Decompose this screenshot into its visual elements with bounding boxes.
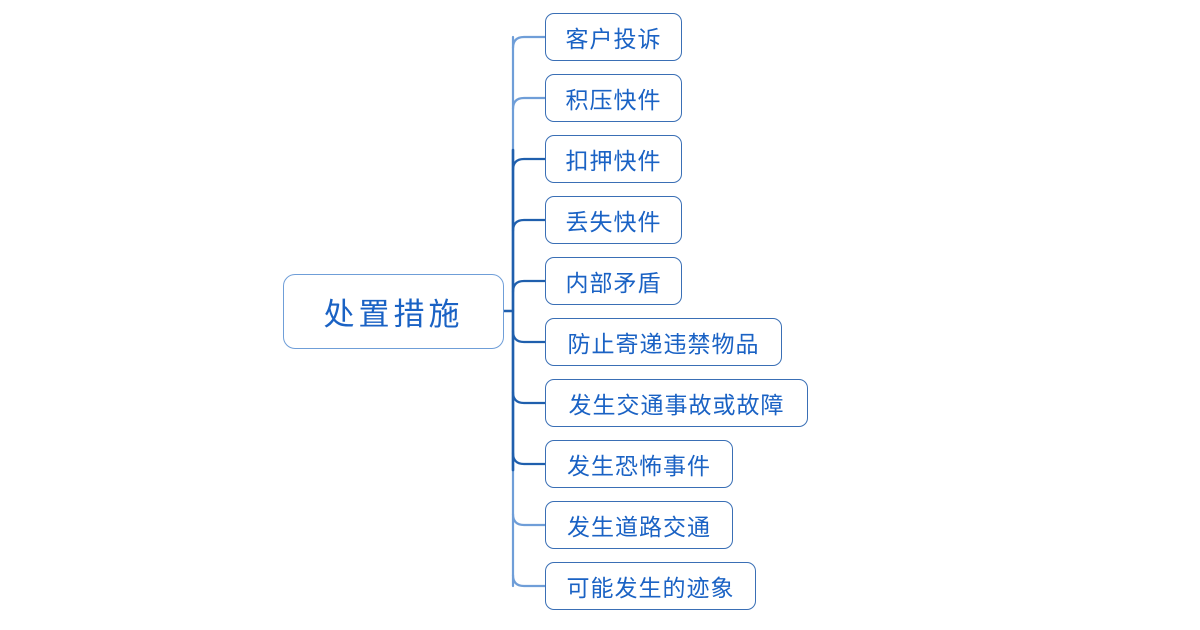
branch-connector-积压快件 bbox=[511, 96, 547, 111]
branch-connector-丢失快件 bbox=[511, 218, 547, 233]
child-node-发生交通事故或故障[interactable]: 发生交通事故或故障 bbox=[545, 379, 808, 427]
branch-connector-发生道路交通 bbox=[511, 512, 547, 527]
branch-connector-客户投诉 bbox=[511, 35, 547, 50]
branch-connector-内部矛盾 bbox=[511, 279, 547, 294]
child-node-label: 发生恐怖事件 bbox=[567, 454, 711, 479]
child-node-发生道路交通[interactable]: 发生道路交通 bbox=[545, 501, 733, 549]
child-node-丢失快件[interactable]: 丢失快件 bbox=[545, 196, 682, 244]
child-node-label: 扣押快件 bbox=[565, 149, 662, 174]
branch-connector-可能发生的迹象 bbox=[511, 573, 547, 588]
child-node-可能发生的迹象[interactable]: 可能发生的迹象 bbox=[545, 562, 756, 610]
branch-connector-发生交通事故或故障 bbox=[511, 390, 547, 405]
child-node-发生恐怖事件[interactable]: 发生恐怖事件 bbox=[545, 440, 733, 488]
child-node-内部矛盾[interactable]: 内部矛盾 bbox=[545, 257, 682, 305]
branch-connector-扣押快件 bbox=[511, 157, 547, 172]
child-node-label: 客户投诉 bbox=[565, 27, 662, 52]
branch-connector-防止寄递违禁物品 bbox=[511, 329, 547, 344]
branch-connector-发生恐怖事件 bbox=[511, 451, 547, 466]
child-node-label: 积压快件 bbox=[565, 88, 662, 113]
root-node-label: 处置措施 bbox=[323, 297, 464, 332]
child-node-积压快件[interactable]: 积压快件 bbox=[545, 74, 682, 122]
child-node-label: 防止寄递违禁物品 bbox=[567, 332, 760, 357]
child-node-label: 内部矛盾 bbox=[565, 271, 662, 296]
child-node-label: 可能发生的迹象 bbox=[566, 576, 735, 601]
child-node-扣押快件[interactable]: 扣押快件 bbox=[545, 135, 682, 183]
child-node-label: 发生交通事故或故障 bbox=[568, 393, 785, 418]
child-node-label: 发生道路交通 bbox=[567, 515, 711, 540]
child-node-label: 丢失快件 bbox=[565, 210, 662, 235]
root-node-处置措施[interactable]: 处置措施 bbox=[283, 274, 504, 349]
child-node-客户投诉[interactable]: 客户投诉 bbox=[545, 13, 682, 61]
child-node-防止寄递违禁物品[interactable]: 防止寄递违禁物品 bbox=[545, 318, 782, 366]
